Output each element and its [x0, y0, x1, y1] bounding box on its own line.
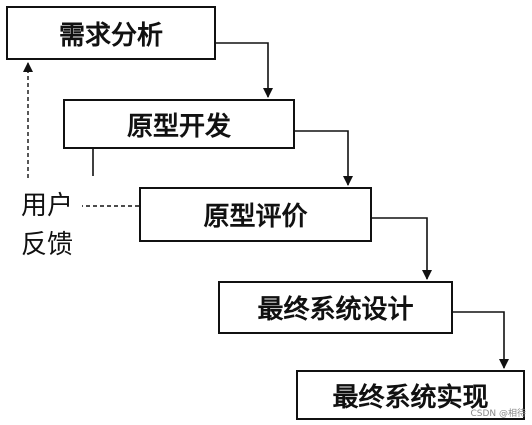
stage-label: 原型评价 — [203, 202, 308, 232]
stage-box-prototype-evaluation: 原型评价 — [139, 187, 372, 242]
flow-arrow-4-to-5 — [453, 311, 509, 369]
flow-arrow-3-to-4 — [372, 217, 432, 280]
user-feedback-label-line-2: 反馈 — [20, 230, 73, 260]
stage-label: 需求分析 — [58, 20, 163, 51]
stage-label: 最终系统设计 — [257, 295, 414, 325]
stage-box-prototype-development: 原型开发 — [63, 99, 295, 149]
stage-label: 最终系统实现 — [332, 382, 489, 413]
flow-arrow-1-to-2 — [216, 42, 273, 98]
stage-box-requirements-analysis: 需求分析 — [6, 6, 216, 60]
flow-arrow-2-to-3 — [295, 130, 353, 186]
stage-box-final-system-design: 最终系统设计 — [218, 281, 453, 334]
source-watermark: CSDN @相待 — [470, 409, 526, 419]
stage-box-final-system-implementation: 最终系统实现 — [296, 370, 525, 420]
stage-label: 原型开发 — [126, 111, 231, 142]
user-feedback-label-line-1: 用户 — [20, 191, 73, 221]
